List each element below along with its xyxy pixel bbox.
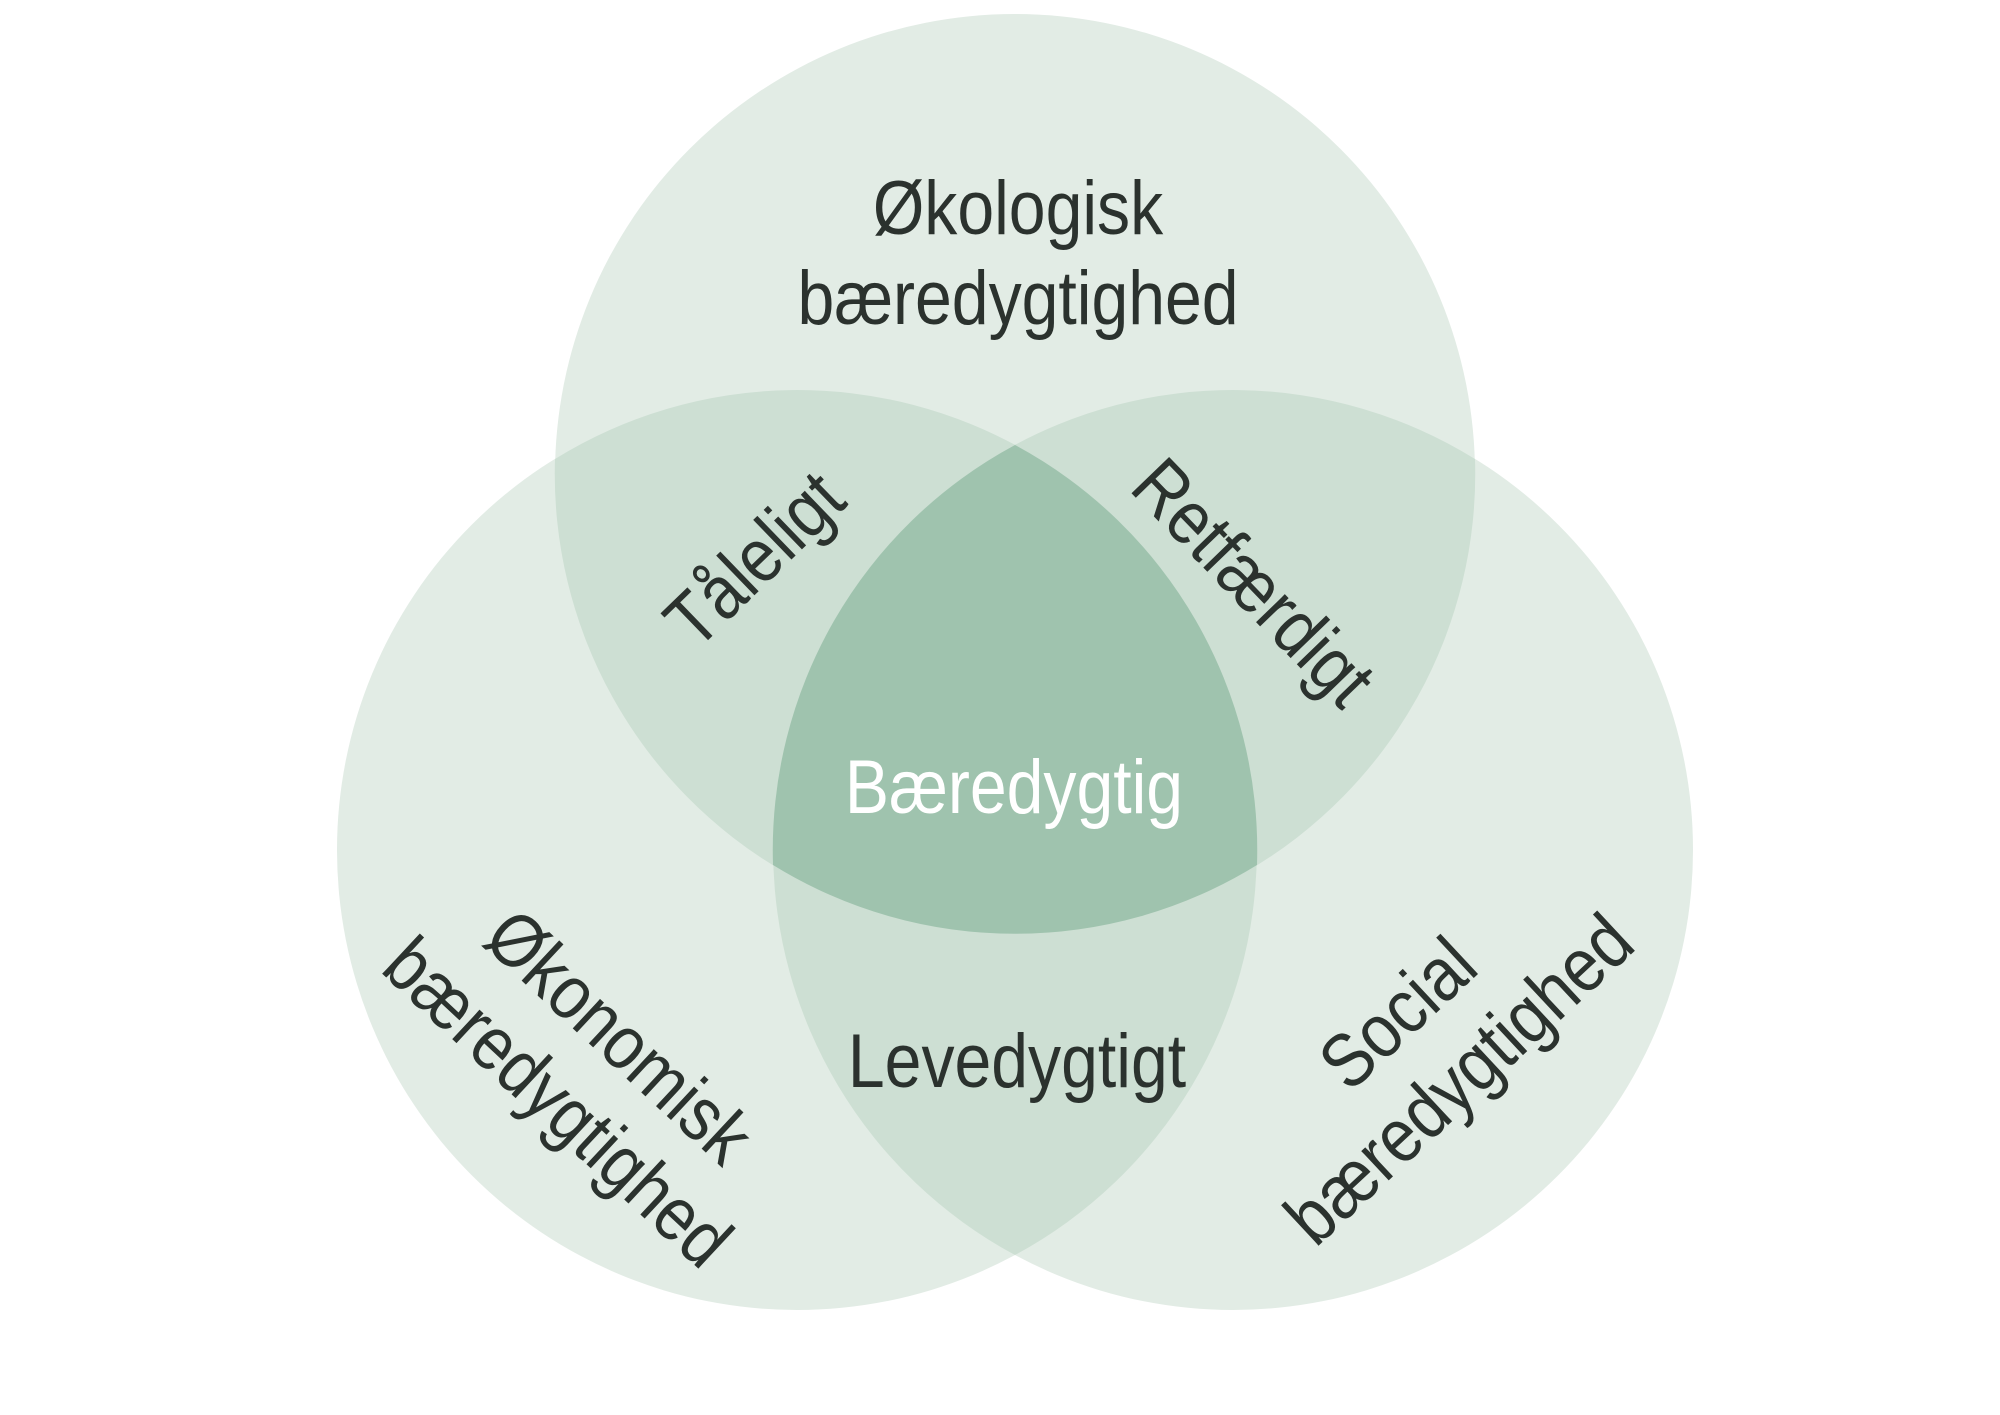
overlap-center	[772, 445, 1258, 934]
label-viable: Levedygtigt	[847, 1019, 1187, 1104]
label-sustainable-center: Bæredygtig	[844, 745, 1184, 830]
label-ecological-sustainability: Økologisk bæredygtighed	[797, 166, 1239, 341]
